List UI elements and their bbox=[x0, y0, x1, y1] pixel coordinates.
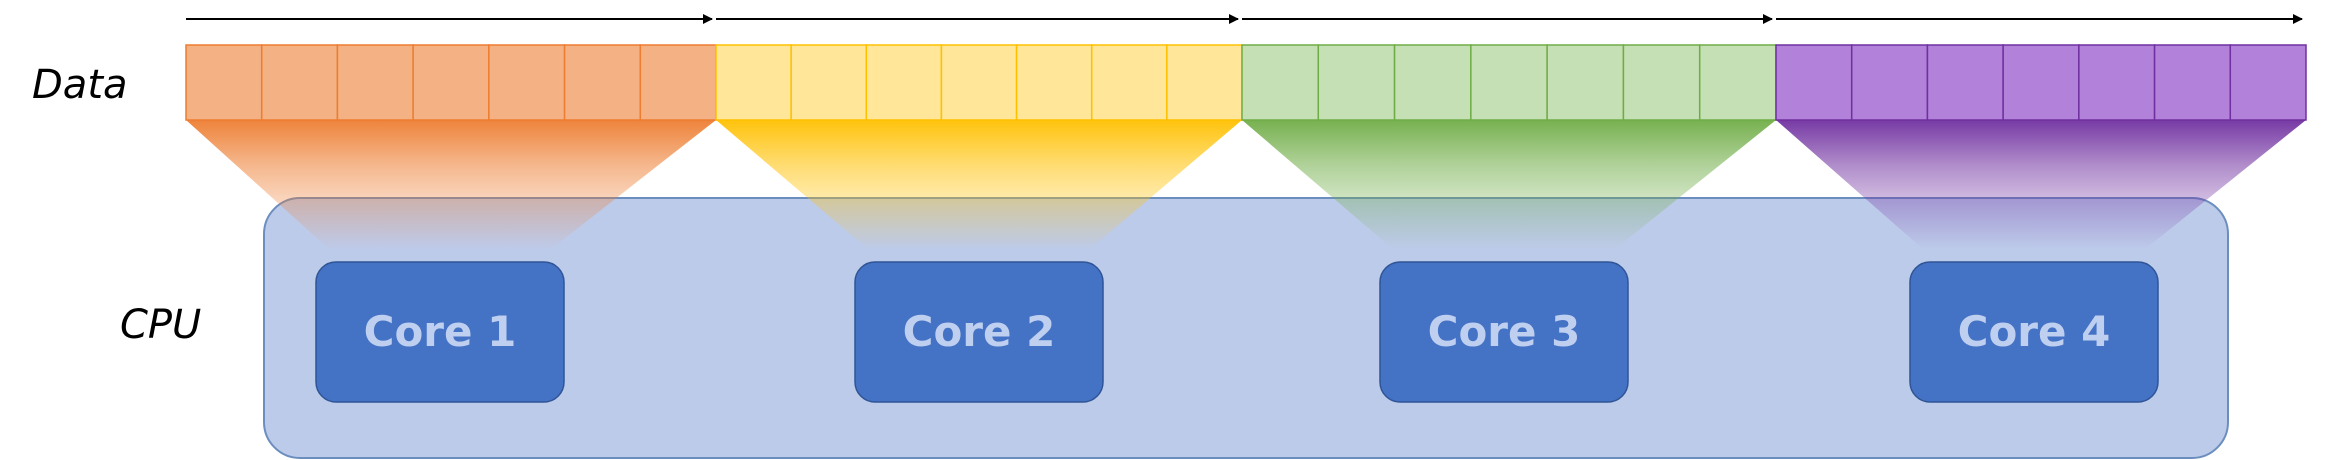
data-cell bbox=[1850, 44, 1929, 121]
data-cell bbox=[1546, 44, 1625, 121]
data-cell bbox=[2229, 44, 2307, 121]
data-cell bbox=[488, 44, 566, 121]
data-beam bbox=[716, 120, 1242, 250]
cpu-layer bbox=[263, 197, 2229, 459]
data-cell bbox=[1090, 44, 1168, 121]
data-cell bbox=[940, 44, 1018, 121]
data-cell bbox=[1926, 44, 2004, 121]
data-beam bbox=[1242, 120, 1776, 250]
data-beams bbox=[186, 120, 2306, 250]
data-cell bbox=[715, 44, 792, 121]
data-cell bbox=[1015, 44, 1093, 121]
cpu-core-2: Core 2 bbox=[854, 261, 1104, 403]
data-cell bbox=[185, 44, 263, 121]
data-cell bbox=[1317, 44, 1396, 121]
data-cell bbox=[1470, 44, 1548, 121]
data-cell bbox=[1698, 44, 1777, 121]
data-cell bbox=[2002, 44, 2080, 121]
core-label: Core 1 bbox=[364, 307, 517, 356]
cpu-row-label: CPU bbox=[120, 302, 201, 348]
core-box bbox=[1379, 261, 1629, 403]
data-beam bbox=[186, 120, 716, 250]
data-beam bbox=[1776, 120, 2306, 250]
cpu-core-3: Core 3 bbox=[1379, 261, 1629, 403]
data-cell bbox=[2078, 44, 2156, 121]
core-label: Core 2 bbox=[903, 307, 1056, 356]
data-cell bbox=[1241, 44, 1320, 121]
data-cell bbox=[563, 44, 642, 121]
cpu-core-4: Core 4 bbox=[1909, 261, 2159, 403]
core-box bbox=[315, 261, 565, 403]
cpu-core-1: Core 1 bbox=[315, 261, 565, 403]
core-label: Core 3 bbox=[1428, 307, 1581, 356]
core-box bbox=[1909, 261, 2159, 403]
data-cell bbox=[865, 44, 943, 121]
data-cell bbox=[412, 44, 490, 121]
data-cell bbox=[1622, 44, 1701, 121]
data-cell bbox=[1166, 44, 1243, 121]
data-cell bbox=[1775, 44, 1853, 121]
data-array bbox=[185, 44, 2307, 121]
core-box bbox=[854, 261, 1104, 403]
cpu-cores: Core 1 Core 2 Core 3 Core 4 bbox=[315, 261, 2159, 403]
data-cell bbox=[336, 44, 414, 121]
data-cell bbox=[1393, 44, 1472, 121]
cpu-container bbox=[263, 197, 2229, 459]
data-cell bbox=[639, 44, 717, 121]
data-cell bbox=[790, 44, 868, 121]
core-label: Core 4 bbox=[1958, 307, 2111, 356]
data-cell bbox=[2153, 44, 2232, 121]
data-row-label: Data bbox=[32, 62, 128, 108]
data-cell bbox=[260, 44, 339, 121]
